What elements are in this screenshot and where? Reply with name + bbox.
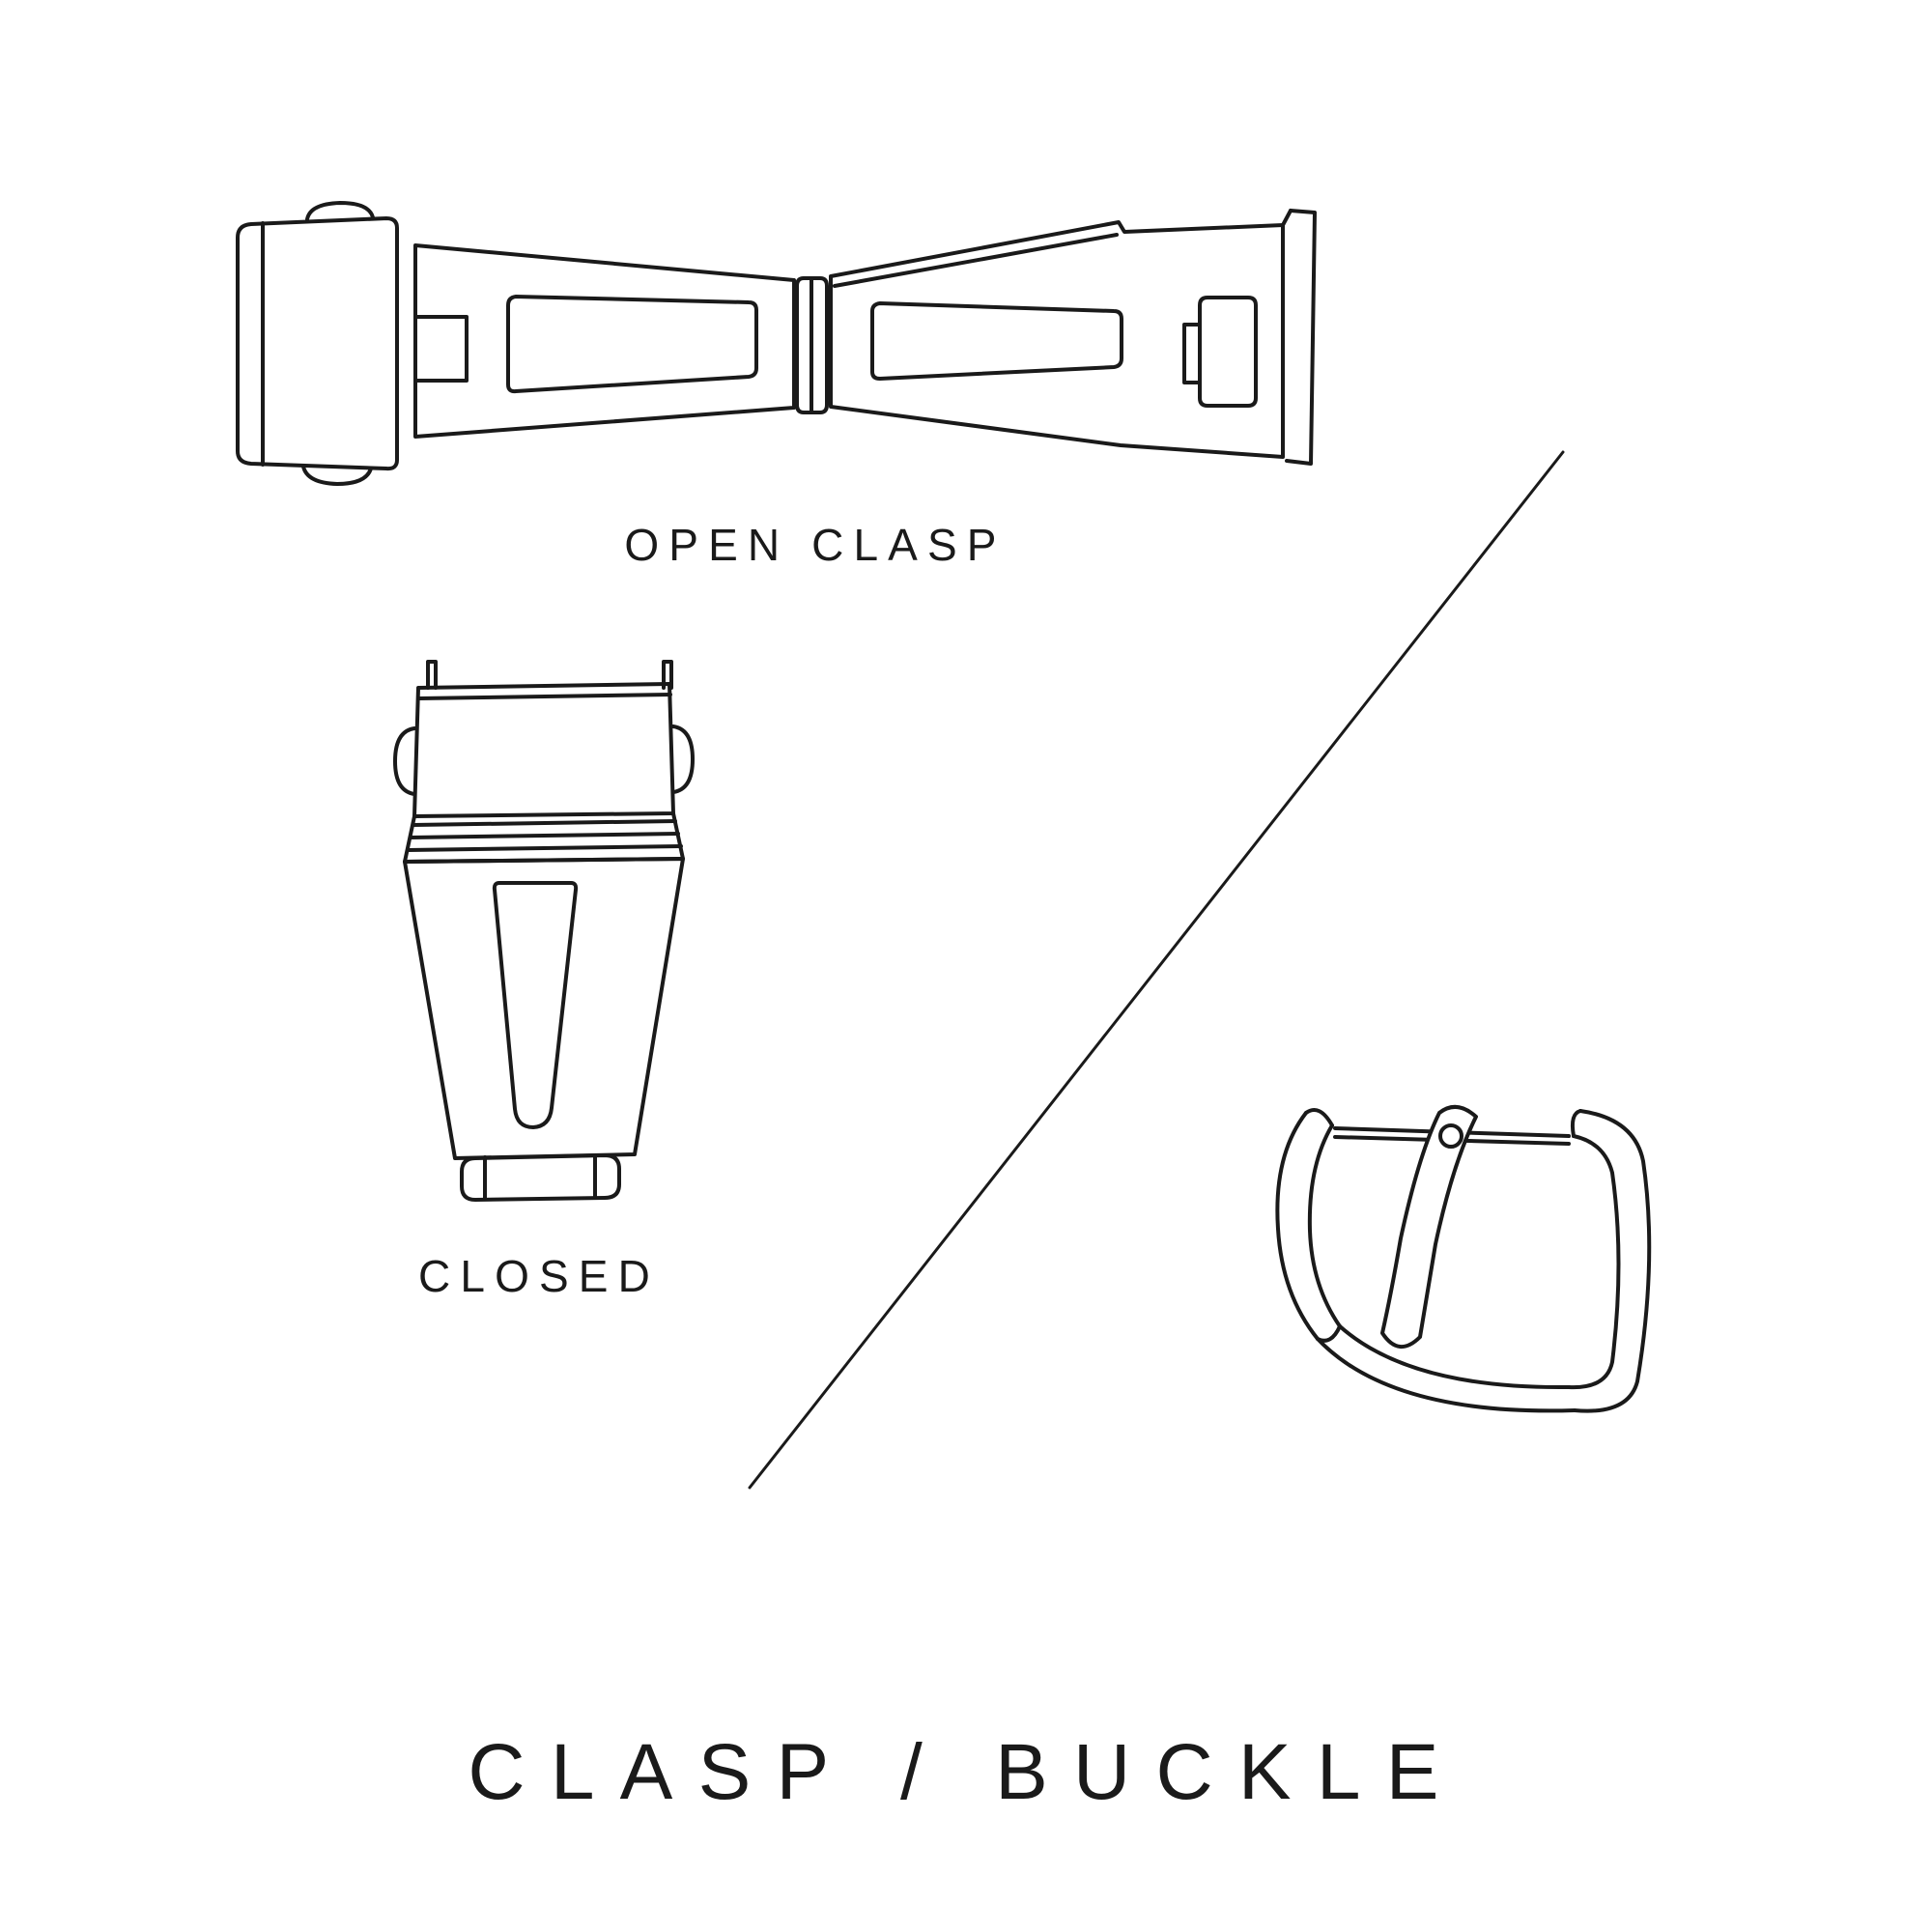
buckle-illustration — [1244, 1094, 1669, 1441]
open-clasp-illustration — [222, 184, 1323, 502]
closed-clasp-icon — [393, 660, 695, 1202]
tang-buckle-icon — [1275, 1105, 1652, 1413]
diagonal-divider-line-icon — [748, 450, 1565, 1490]
closed-clasp-illustration — [382, 659, 710, 1219]
diagonal-divider — [744, 446, 1570, 1494]
page-title: CLASP / BUCKLE — [468, 1728, 1464, 1816]
closed-clasp-label: CLOSED — [418, 1251, 660, 1301]
open-clasp-label: OPEN CLASP — [624, 520, 1007, 570]
open-clasp-icon — [236, 201, 1317, 486]
